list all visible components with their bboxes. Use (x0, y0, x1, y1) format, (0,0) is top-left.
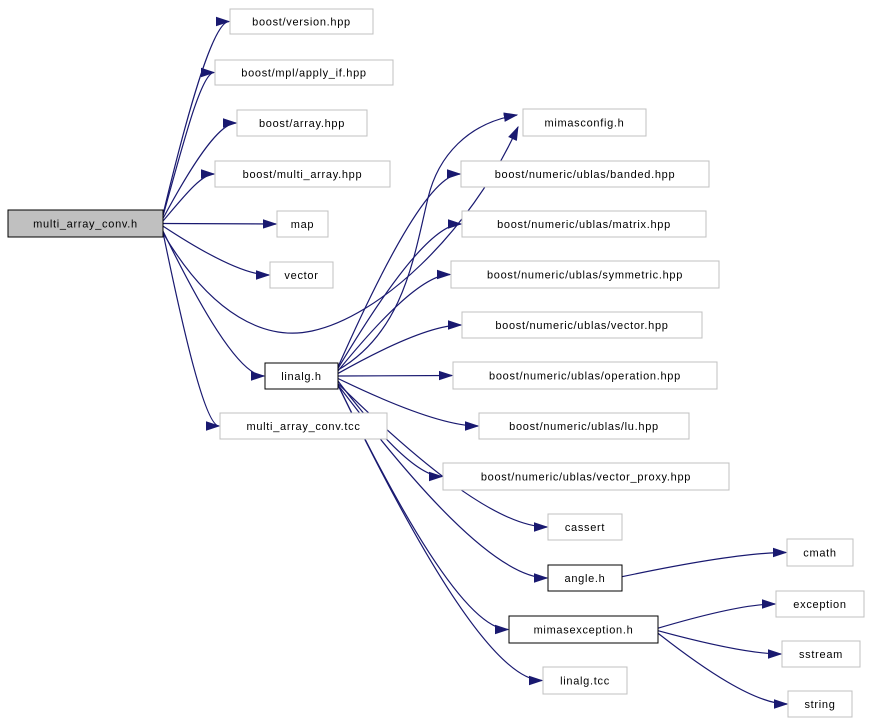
node-exception: exception (775, 590, 865, 618)
node-box-exception (775, 590, 865, 618)
node-boost/numeric/ublas/matrix.hpp: boost/numeric/ublas/matrix.hpp (461, 210, 707, 238)
node-label-boost/numeric/ublas/banded.hpp: boost/numeric/ublas/banded.hpp (495, 169, 676, 181)
edge-multi_array_conv.h-to-boost/version.hpp (162, 16, 231, 215)
node-boost/multi_array.hpp: boost/multi_array.hpp (214, 160, 391, 188)
edge-multi_array_conv.h-to-boost/mpl/apply_if.hpp (162, 67, 216, 217)
node-box-boost/numeric/ublas/vector.hpp (461, 311, 703, 339)
node-label-boost/multi_array.hpp: boost/multi_array.hpp (243, 169, 363, 181)
node-label-boost/numeric/ublas/matrix.hpp: boost/numeric/ublas/matrix.hpp (497, 219, 671, 231)
node-label-map: map (291, 219, 315, 231)
node-box-boost/numeric/ublas/lu.hpp (478, 412, 690, 440)
node-box-string (787, 690, 853, 718)
edge-multi_array_conv.h-to-linalg.h (162, 230, 266, 381)
edge-multi_array_conv.h-to-multi_array_conv.tcc (162, 232, 221, 431)
node-multi_array_conv.h: multi_array_conv.h (7, 209, 164, 238)
edge-angle.h-to-cmath (621, 547, 788, 578)
edge-linalg.h-to-boost/numeric/ublas/vector_proxy.hpp (337, 380, 444, 482)
node-label-boost/mpl/apply_if.hpp: boost/mpl/apply_if.hpp (241, 68, 366, 80)
node-angle.h[interactable]: angle.h (547, 564, 623, 592)
node-mimasexception.h[interactable]: mimasexception.h (508, 615, 659, 644)
node-label-multi_array_conv.tcc: multi_array_conv.tcc (246, 421, 360, 433)
edge-linalg.h-to-boost/numeric/ublas/lu.hpp (337, 377, 480, 431)
node-box-boost/numeric/ublas/vector_proxy.hpp (442, 462, 730, 491)
node-label-angle.h: angle.h (565, 573, 606, 585)
node-box-multi_array_conv.h (7, 209, 164, 238)
edge-linalg.h-to-boost/numeric/ublas/banded.hpp (337, 169, 462, 368)
edge-multi_array_conv.h-to-vector (162, 225, 271, 280)
node-boost/numeric/ublas/vector_proxy.hpp: boost/numeric/ublas/vector_proxy.hpp (442, 462, 730, 491)
node-label-linalg.h: linalg.h (281, 371, 321, 383)
node-box-linalg.tcc (542, 666, 628, 695)
node-sstream: sstream (781, 640, 861, 668)
node-label-vector: vector (284, 270, 318, 282)
node-boost/numeric/ublas/symmetric.hpp: boost/numeric/ublas/symmetric.hpp (450, 260, 720, 289)
node-label-string: string (804, 699, 835, 711)
node-box-mimasconfig.h (522, 108, 647, 137)
node-box-boost/numeric/ublas/banded.hpp (460, 160, 710, 188)
node-label-mimasexception.h: mimasexception.h (534, 625, 634, 637)
edge-linalg.h-to-boost/numeric/ublas/matrix.hpp (337, 219, 463, 369)
edge-linalg.h-to-mimasconfig.h (337, 112, 519, 371)
node-label-boost/numeric/ublas/symmetric.hpp: boost/numeric/ublas/symmetric.hpp (487, 270, 683, 282)
node-box-cmath (786, 538, 854, 567)
node-box-boost/numeric/ublas/operation.hpp (452, 361, 718, 390)
node-linalg.h[interactable]: linalg.h (264, 362, 339, 390)
node-label-sstream: sstream (799, 649, 843, 661)
node-vector: vector (269, 261, 334, 289)
edge-mimasexception.h-to-sstream (657, 630, 783, 659)
node-label-cmath: cmath (803, 548, 836, 560)
node-label-boost/version.hpp: boost/version.hpp (252, 17, 351, 29)
node-boost/numeric/ublas/operation.hpp: boost/numeric/ublas/operation.hpp (452, 361, 718, 390)
edge-linalg.h-to-linalg.tcc (337, 384, 544, 686)
edge-linalg.h-to-boost/numeric/ublas/symmetric.hpp (337, 269, 452, 372)
edge-linalg.h-to-cassert (337, 383, 549, 532)
node-box-boost/numeric/ublas/matrix.hpp (461, 210, 707, 238)
node-boost/numeric/ublas/lu.hpp: boost/numeric/ublas/lu.hpp (478, 412, 690, 440)
node-label-cassert: cassert (565, 522, 605, 534)
node-box-boost/version.hpp (229, 8, 374, 35)
node-box-mimasexception.h[interactable] (508, 615, 659, 644)
node-box-boost/numeric/ublas/symmetric.hpp (450, 260, 720, 289)
node-label-boost/numeric/ublas/operation.hpp: boost/numeric/ublas/operation.hpp (489, 371, 681, 383)
node-mimasconfig.h: mimasconfig.h (522, 108, 647, 137)
node-box-boost/mpl/apply_if.hpp (214, 59, 394, 86)
node-string: string (787, 690, 853, 718)
node-box-boost/array.hpp (236, 109, 368, 137)
node-multi_array_conv.tcc: multi_array_conv.tcc (219, 412, 388, 440)
edge-multi_array_conv.h-to-boost/multi_array.hpp (162, 169, 216, 222)
node-label-exception: exception (793, 599, 846, 611)
node-boost/numeric/ublas/banded.hpp: boost/numeric/ublas/banded.hpp (460, 160, 710, 188)
node-boost/numeric/ublas/vector.hpp: boost/numeric/ublas/vector.hpp (461, 311, 703, 339)
node-cmath: cmath (786, 538, 854, 567)
node-label-boost/array.hpp: boost/array.hpp (259, 118, 345, 130)
node-label-boost/numeric/ublas/vector_proxy.hpp: boost/numeric/ublas/vector_proxy.hpp (481, 472, 691, 484)
node-label-boost/numeric/ublas/vector.hpp: boost/numeric/ublas/vector.hpp (495, 320, 668, 332)
node-label-mimasconfig.h: mimasconfig.h (544, 118, 624, 130)
edge-mimasexception.h-to-string (657, 632, 789, 709)
node-box-multi_array_conv.tcc (219, 412, 388, 440)
node-boost/version.hpp: boost/version.hpp (229, 8, 374, 35)
node-box-linalg.h[interactable] (264, 362, 339, 390)
edge-mimasexception.h-to-exception (657, 599, 777, 629)
node-linalg.tcc: linalg.tcc (542, 666, 628, 695)
node-box-sstream (781, 640, 861, 668)
node-cassert: cassert (547, 513, 623, 541)
node-box-map (276, 210, 329, 238)
node-box-boost/multi_array.hpp (214, 160, 391, 188)
edge-multi_array_conv.h-to-boost/array.hpp (162, 118, 238, 219)
node-boost/mpl/apply_if.hpp: boost/mpl/apply_if.hpp (214, 59, 394, 86)
edge-linalg.h-to-boost/numeric/ublas/vector.hpp (337, 320, 463, 374)
node-boost/array.hpp: boost/array.hpp (236, 109, 368, 137)
node-box-angle.h[interactable] (547, 564, 623, 592)
node-map: map (276, 210, 329, 238)
node-box-vector (269, 261, 334, 289)
node-label-boost/numeric/ublas/lu.hpp: boost/numeric/ublas/lu.hpp (509, 421, 659, 433)
node-box-cassert (547, 513, 623, 541)
node-label-multi_array_conv.h: multi_array_conv.h (33, 219, 138, 231)
node-label-linalg.tcc: linalg.tcc (560, 676, 610, 688)
